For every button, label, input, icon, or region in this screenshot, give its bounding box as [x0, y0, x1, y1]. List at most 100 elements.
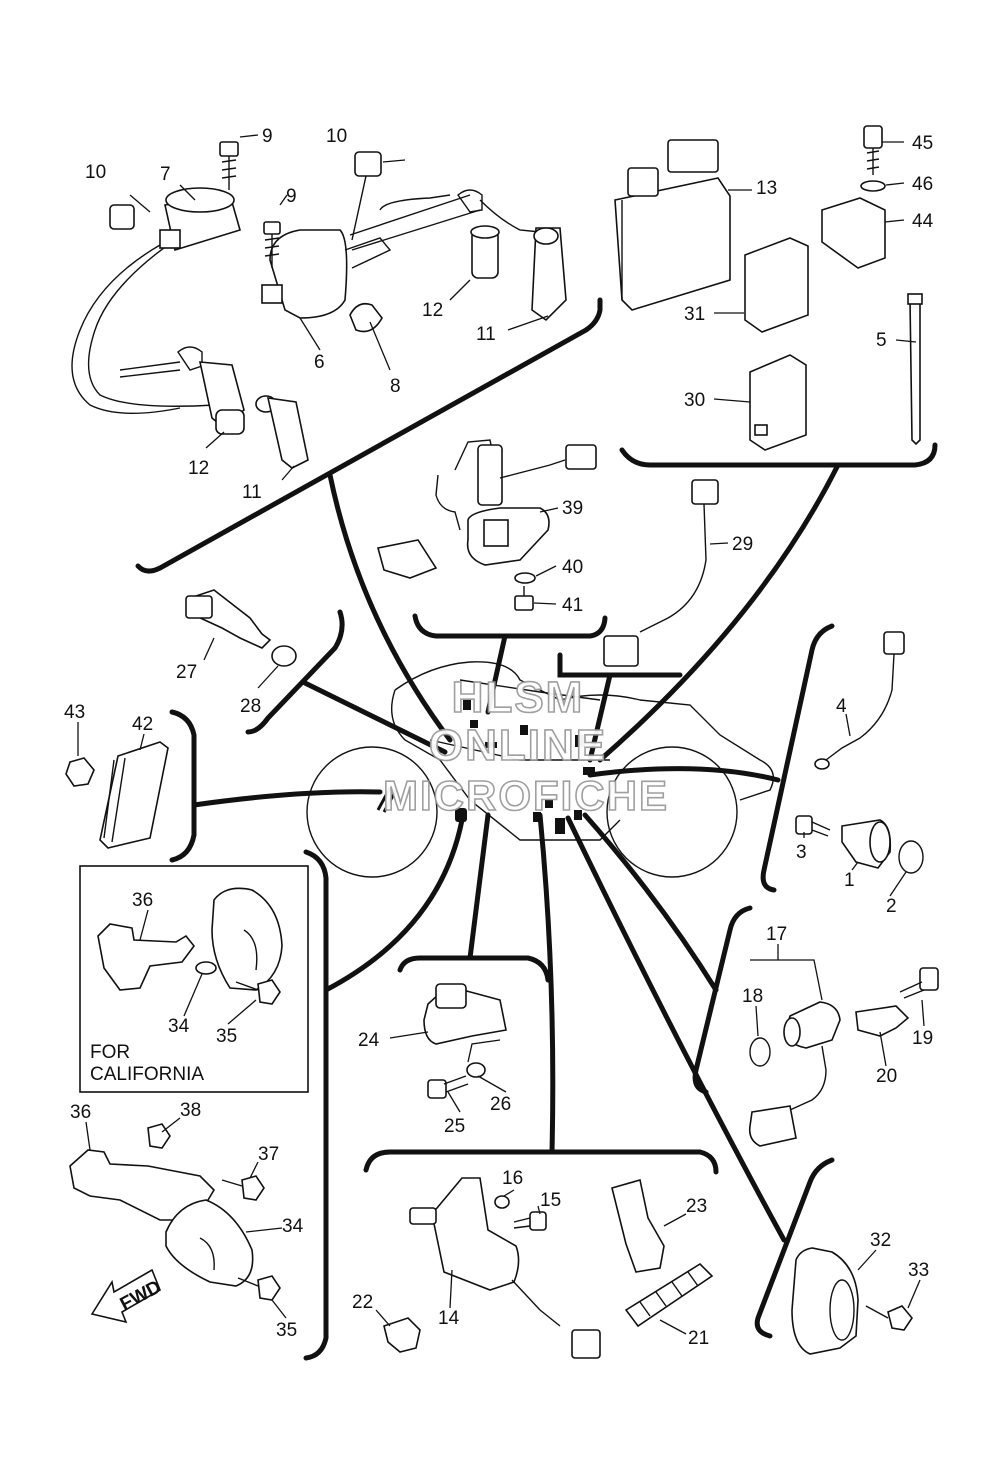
horn-left-group: FWD [69, 1123, 281, 1324]
callout-31: 31 [684, 304, 705, 325]
callout-11b: 11 [242, 482, 262, 503]
fuel-sender-group [377, 439, 597, 611]
washer-icon [860, 180, 886, 192]
boundary-horn-right-group [754, 1157, 835, 1339]
starter-relay-icon [431, 1177, 520, 1291]
callout-9b: 9 [286, 186, 297, 207]
connector-icon [748, 1105, 797, 1147]
throttle-sensor-group [423, 983, 507, 1099]
clamp-icon [383, 1317, 421, 1353]
callout-9a: 9 [262, 126, 273, 147]
connector-icon [571, 1329, 601, 1359]
callout-7: 7 [160, 164, 171, 185]
forward-direction-arrow: FWD [90, 1268, 165, 1324]
bolt-icon [795, 815, 831, 837]
callout-44: 44 [912, 211, 934, 232]
boundary-main-switch-group [760, 623, 835, 893]
spark-plug-cap-icon [457, 189, 541, 279]
callout-43: 43 [64, 702, 85, 723]
callout-39: 39 [562, 498, 583, 519]
callout-4: 4 [836, 696, 847, 717]
callout-10b: 10 [326, 126, 347, 147]
horn-icon [791, 1247, 859, 1355]
main-switch-group [795, 631, 924, 874]
callout-36a: 36 [132, 890, 153, 911]
callout-18: 18 [742, 986, 763, 1007]
o-ring-icon [898, 840, 924, 874]
bolt-icon [221, 1175, 265, 1201]
bolt-icon [237, 1275, 281, 1301]
bolt-icon [235, 979, 281, 1005]
callout-32: 32 [870, 1230, 891, 1251]
callout-29: 29 [732, 534, 753, 555]
horn-bracket-icon [69, 1149, 216, 1221]
callout-3: 3 [796, 842, 807, 863]
callout-24: 24 [358, 1030, 380, 1051]
bolt-icon [263, 221, 281, 268]
boundary-horn-left-group [303, 849, 329, 1361]
washer-icon [195, 961, 217, 975]
california-box-line1: FOR [90, 1042, 130, 1063]
horn-right-group [791, 1247, 913, 1355]
ignition-coil-group [71, 141, 567, 469]
bolt-icon [427, 1075, 469, 1099]
callout-1: 1 [844, 870, 855, 891]
spark-plug-cap-icon [531, 227, 567, 322]
bolt-icon [219, 141, 239, 190]
gasket-icon [271, 645, 297, 667]
callout-19: 19 [912, 1028, 933, 1049]
callout-35b: 35 [276, 1320, 297, 1341]
bolt-icon [863, 125, 883, 175]
callout-40: 40 [562, 557, 583, 578]
watermark-line2: ONLINE [429, 721, 607, 770]
connector-icon [565, 444, 597, 470]
boundary-temp-sensor-group [245, 609, 345, 735]
callout-25: 25 [444, 1116, 465, 1137]
watermark: HLSM ONLINE MICROFICHE [382, 672, 668, 820]
california-box: FOR CALIFORNIA [79, 865, 309, 1093]
callout-10a: 10 [85, 162, 106, 183]
boundary-ecu-group [619, 442, 938, 468]
callout-46: 46 [912, 174, 933, 195]
crank-sensor-group [748, 967, 939, 1147]
connector-icon [691, 479, 719, 505]
bolt-icon [865, 1305, 913, 1331]
callout-22: 22 [352, 1292, 373, 1313]
callout-35a: 35 [216, 1026, 237, 1047]
connector-icon [603, 635, 639, 667]
callout-12b: 12 [188, 458, 209, 479]
callout-2: 2 [886, 896, 897, 917]
bolt-icon [899, 967, 939, 999]
washer-icon [514, 572, 536, 584]
callout-30: 30 [684, 390, 705, 411]
connector-lines [191, 462, 841, 1243]
california-box-line2: CALIFORNIA [90, 1064, 204, 1085]
starter-relay-group [383, 1177, 714, 1359]
boundary-starter-group [363, 1149, 719, 1175]
callout-45: 45 [912, 133, 933, 154]
bolt-icon [514, 586, 534, 611]
ecu-group [614, 125, 923, 451]
callout-5: 5 [876, 330, 887, 351]
callout-36b: 36 [70, 1102, 91, 1123]
bolt-icon [513, 1211, 547, 1231]
motorcycle-silhouette [306, 661, 774, 878]
sensor-icon [821, 197, 886, 269]
callout-34b: 34 [282, 1216, 304, 1237]
callout-8: 8 [390, 376, 401, 397]
ignition-coil-icon [269, 229, 348, 319]
cable-tie-icon [909, 299, 921, 446]
callout-11a: 11 [476, 324, 496, 345]
boundary-ignition-group [135, 297, 603, 574]
leader-lines [77, 134, 925, 1335]
washer-icon [466, 1062, 486, 1078]
callout-34a: 34 [168, 1016, 190, 1037]
callout-41: 41 [562, 595, 583, 616]
reflector-group [65, 741, 169, 849]
callout-13: 13 [756, 178, 777, 199]
callout-42: 42 [132, 714, 153, 735]
callout-numbers: 9 10 7 9 10 6 8 12 11 12 11 13 31 30 45 … [64, 126, 934, 1349]
callout-15: 15 [540, 1190, 561, 1211]
